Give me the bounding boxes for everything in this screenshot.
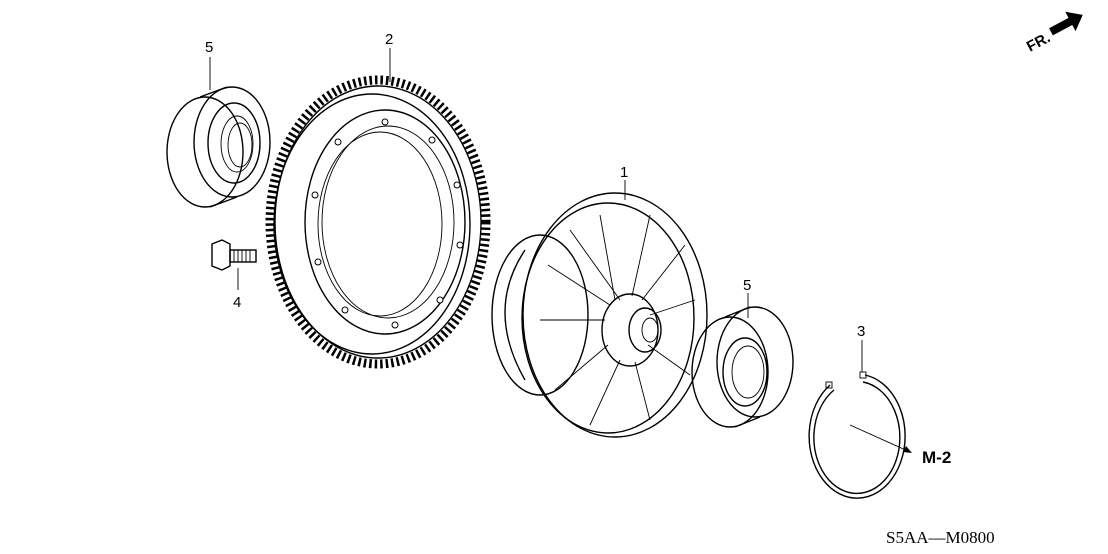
arrow-right-icon (1049, 11, 1083, 36)
bolt (211, 239, 257, 271)
diagram-code: S5AA—M0800 (886, 528, 995, 547)
callout-5-right: 5 (743, 277, 751, 294)
arrowhead-icon (903, 446, 912, 453)
callout-1: 1 (620, 164, 628, 181)
right-bearing (691, 306, 794, 428)
snap-ring (808, 371, 906, 499)
final-driven-gear (265, 75, 491, 369)
callout-2: 2 (385, 31, 393, 48)
reference-label[interactable]: M-2 (922, 448, 951, 467)
reference-arrow (849, 424, 911, 453)
callout-4: 4 (233, 294, 241, 311)
direction-label: FR. (1024, 29, 1053, 55)
front-direction-indicator: FR. (1024, 11, 1083, 56)
callout-5-left: 5 (205, 39, 213, 56)
differential-assembly (491, 192, 708, 438)
callout-3: 3 (857, 323, 865, 340)
left-bearing (166, 86, 271, 208)
